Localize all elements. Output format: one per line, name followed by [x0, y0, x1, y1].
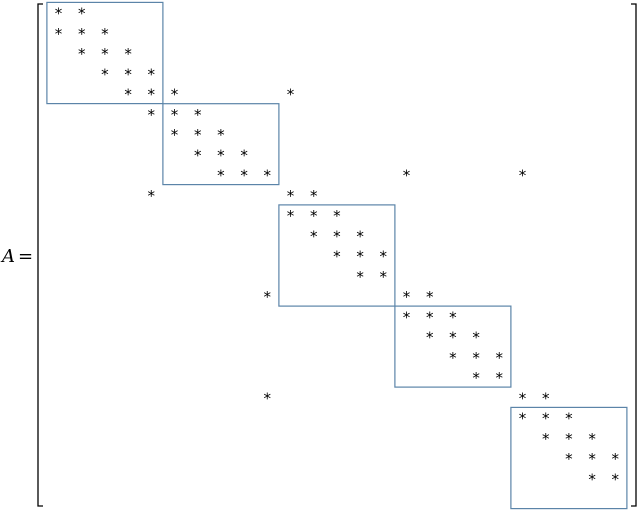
nonzero-entry: * — [542, 389, 550, 407]
nonzero-entry: * — [148, 65, 156, 83]
nonzero-entry: * — [565, 430, 573, 448]
nonzero-entry: * — [124, 86, 132, 104]
nonzero-entry: * — [310, 227, 318, 245]
nonzero-entry: * — [78, 45, 86, 63]
nonzero-entry: * — [403, 167, 411, 185]
nonzero-entry: * — [426, 329, 434, 347]
nonzero-entry: * — [449, 349, 457, 367]
nonzero-entry: * — [588, 470, 596, 488]
nonzero-entry: * — [472, 349, 480, 367]
diagonal-block-4 — [394, 305, 512, 388]
nonzero-entry: * — [148, 86, 156, 104]
nonzero-entry: * — [101, 25, 109, 43]
matrix-symbol: A — [0, 246, 15, 267]
nonzero-entry: * — [310, 187, 318, 205]
equals-sign: = — [18, 246, 33, 267]
nonzero-entry: * — [542, 410, 550, 428]
nonzero-entry: * — [194, 126, 202, 144]
left-bracket — [37, 3, 43, 507]
nonzero-entry: * — [472, 329, 480, 347]
nonzero-entry: * — [426, 308, 434, 326]
nonzero-entry: * — [333, 207, 341, 225]
nonzero-entry: * — [588, 430, 596, 448]
nonzero-entry: * — [612, 470, 620, 488]
nonzero-entry: * — [55, 5, 63, 23]
nonzero-entry: * — [287, 187, 295, 205]
nonzero-entry: * — [264, 167, 272, 185]
nonzero-entry: * — [333, 248, 341, 266]
nonzero-entry: * — [78, 25, 86, 43]
nonzero-entry: * — [310, 207, 318, 225]
nonzero-entry: * — [171, 86, 179, 104]
nonzero-entry: * — [148, 106, 156, 124]
nonzero-entry: * — [356, 248, 364, 266]
nonzero-entry: * — [217, 126, 225, 144]
nonzero-entry: * — [78, 5, 86, 23]
nonzero-entry: * — [403, 308, 411, 326]
nonzero-entry: * — [287, 207, 295, 225]
nonzero-entry: * — [240, 146, 248, 164]
nonzero-entry: * — [426, 288, 434, 306]
nonzero-entry: * — [333, 227, 341, 245]
nonzero-entry: * — [565, 450, 573, 468]
nonzero-entry: * — [472, 369, 480, 387]
nonzero-entry: * — [55, 25, 63, 43]
nonzero-entry: * — [356, 268, 364, 286]
nonzero-entry: * — [101, 45, 109, 63]
nonzero-entry: * — [148, 187, 156, 205]
nonzero-entry: * — [380, 248, 388, 266]
nonzero-entry: * — [449, 329, 457, 347]
nonzero-entry: * — [449, 308, 457, 326]
nonzero-entry: * — [565, 410, 573, 428]
nonzero-entry: * — [287, 86, 295, 104]
nonzero-entry: * — [612, 450, 620, 468]
nonzero-entry: * — [194, 146, 202, 164]
nonzero-entry: * — [124, 65, 132, 83]
nonzero-entry: * — [217, 146, 225, 164]
nonzero-entry: * — [171, 106, 179, 124]
nonzero-entry: * — [217, 167, 225, 185]
nonzero-entry: * — [264, 389, 272, 407]
nonzero-entry: * — [171, 126, 179, 144]
diagonal-blocks — [46, 1, 628, 510]
matrix-entries: * * * * * * * * * * * * * * * * * * * * * * * * * * * * * * * * * * * * * * * *… — [55, 5, 620, 489]
nonzero-entry: * — [194, 106, 202, 124]
nonzero-entry: * — [519, 167, 527, 185]
nonzero-entry: * — [403, 288, 411, 306]
nonzero-entry: * — [542, 430, 550, 448]
nonzero-entry: * — [124, 45, 132, 63]
nonzero-entry: * — [496, 349, 504, 367]
nonzero-entry: * — [101, 65, 109, 83]
diagonal-block-5 — [510, 406, 628, 510]
nonzero-entry: * — [588, 450, 596, 468]
right-bracket — [631, 3, 637, 507]
nonzero-entry: * — [519, 389, 527, 407]
nonzero-entry: * — [519, 410, 527, 428]
nonzero-entry: * — [356, 227, 364, 245]
nonzero-entry: * — [264, 288, 272, 306]
diagonal-block-1 — [46, 1, 164, 105]
diagonal-block-2 — [162, 103, 280, 186]
nonzero-entry: * — [496, 369, 504, 387]
nonzero-entry: * — [380, 268, 388, 286]
nonzero-entry: * — [240, 167, 248, 185]
diagonal-block-3 — [278, 204, 396, 307]
